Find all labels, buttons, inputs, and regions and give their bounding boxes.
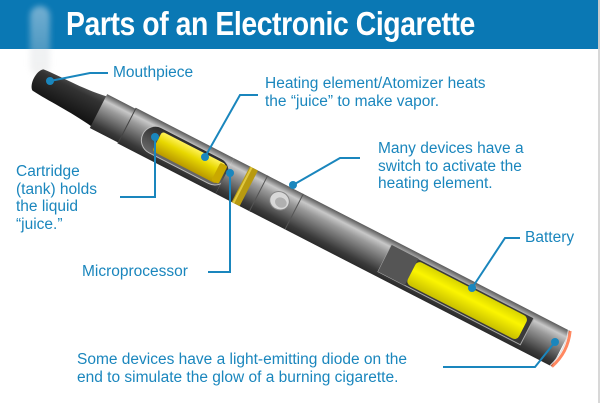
callout-dots: [46, 77, 559, 346]
callout-cartridge: [120, 137, 156, 198]
label-microprocessor: Microprocessor: [82, 263, 188, 280]
callout-led: [443, 341, 556, 368]
vapor-smoke: [30, 6, 50, 76]
label-cartridge: Cartridge (tank) holds the liquid “juice…: [16, 163, 97, 233]
battery: [377, 244, 535, 346]
title-banner: Parts of an Electronic Cigarette: [0, 0, 600, 76]
callout-battery: [471, 237, 520, 289]
callout-heating-element: [204, 94, 258, 158]
label-mouthpiece: Mouthpiece: [113, 64, 194, 81]
label-heating-element: Heating element/Atomizer heats the “juic…: [265, 75, 486, 110]
label-switch: Many devices have a switch to activate t…: [378, 140, 524, 192]
callout-mouthpiece: [49, 72, 108, 82]
page-title: Parts of an Electronic Cigarette: [66, 5, 475, 42]
gold-ring: [231, 166, 258, 207]
switch-button: [269, 191, 290, 211]
right-border: [598, 49, 600, 403]
heating-element-atomizer: [153, 132, 227, 184]
callout-switch: [292, 157, 360, 186]
label-battery: Battery: [525, 229, 575, 246]
callout-lines: [49, 72, 556, 368]
led-end: [549, 330, 572, 368]
callout-microprocessor: [208, 173, 231, 273]
label-led: Some devices have a light-emitting diode…: [77, 351, 408, 386]
